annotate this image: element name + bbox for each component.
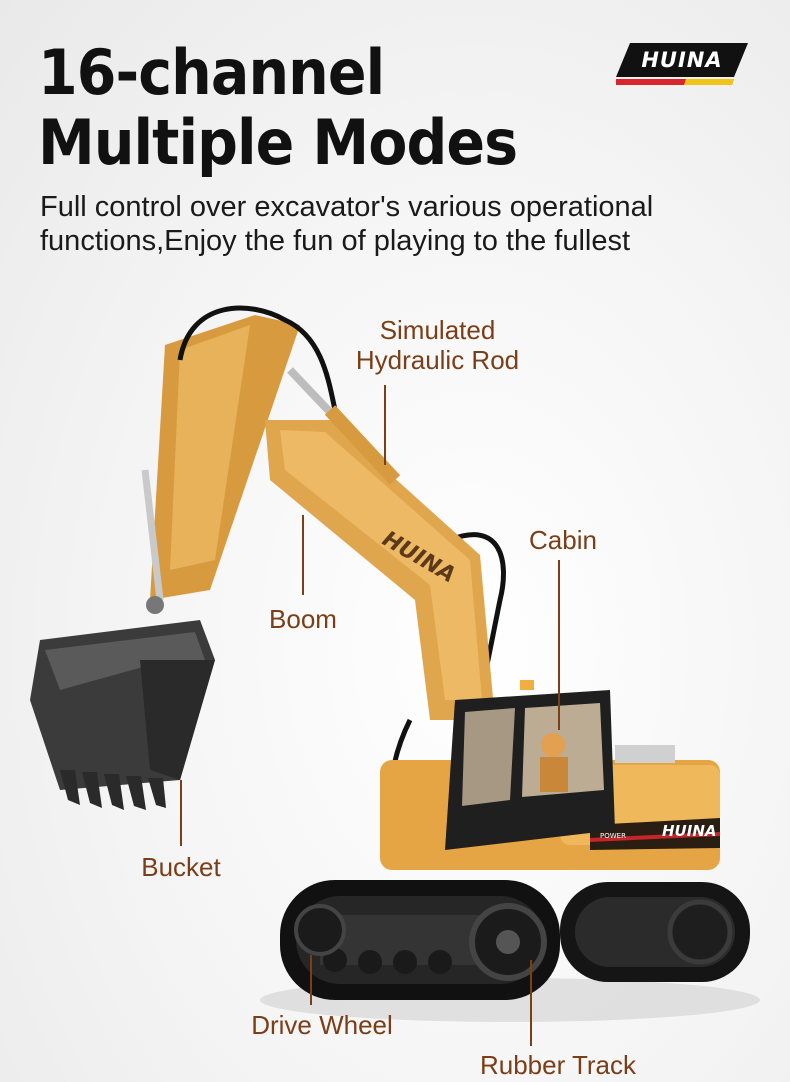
callout-bucket: Bucket xyxy=(141,852,221,882)
idler-wheel xyxy=(294,904,346,956)
callout-boom: Boom xyxy=(269,604,337,634)
subtitle-line-1: Full control over excavator's various op… xyxy=(40,191,654,223)
callout-rubber-track: Rubber Track xyxy=(479,1050,637,1080)
front-track xyxy=(280,880,560,1000)
brand-logo-shape xyxy=(614,43,748,85)
leader-line-rubber-track xyxy=(530,960,532,1046)
leader-line-drive-wheel xyxy=(310,955,312,1005)
headline-line-1: 16-channel xyxy=(38,36,385,109)
bucket-teeth xyxy=(60,770,166,810)
leader-line-hydraulic xyxy=(384,385,386,465)
leader-line-bucket xyxy=(180,780,182,846)
body-brand-decal: HUINA xyxy=(662,822,716,840)
subtitle: Full control over excavator's various op… xyxy=(40,190,760,258)
brand-logo: HUINA xyxy=(614,43,748,85)
headline-line-2: Multiple Modes xyxy=(38,106,518,179)
stick-arm xyxy=(150,315,300,600)
hydraulic-hose xyxy=(177,305,343,431)
brand-logo-text: HUINA xyxy=(641,48,723,72)
callout-hydraulic-line-2: Hydraulic Rod xyxy=(355,345,520,375)
callout-cabin: Cabin xyxy=(529,525,597,555)
power-label: POWER xyxy=(600,832,626,840)
leader-line-boom xyxy=(302,515,304,595)
road-wheels xyxy=(323,948,452,974)
subtitle-line-2: functions,Enjoy the fun of playing to th… xyxy=(40,225,631,257)
callout-hydraulic-line-1: Simulated xyxy=(379,315,496,345)
callout-hydraulic-rod: Simulated Hydraulic Rod xyxy=(340,315,535,375)
cabin xyxy=(445,680,615,850)
leader-line-cabin xyxy=(558,560,560,730)
rear-track xyxy=(560,882,750,982)
bucket xyxy=(30,596,215,810)
hydraulic-cylinder xyxy=(141,367,401,601)
main-boom: HUINA xyxy=(265,420,495,720)
callout-drive-wheel: Drive Wheel xyxy=(251,1010,393,1040)
